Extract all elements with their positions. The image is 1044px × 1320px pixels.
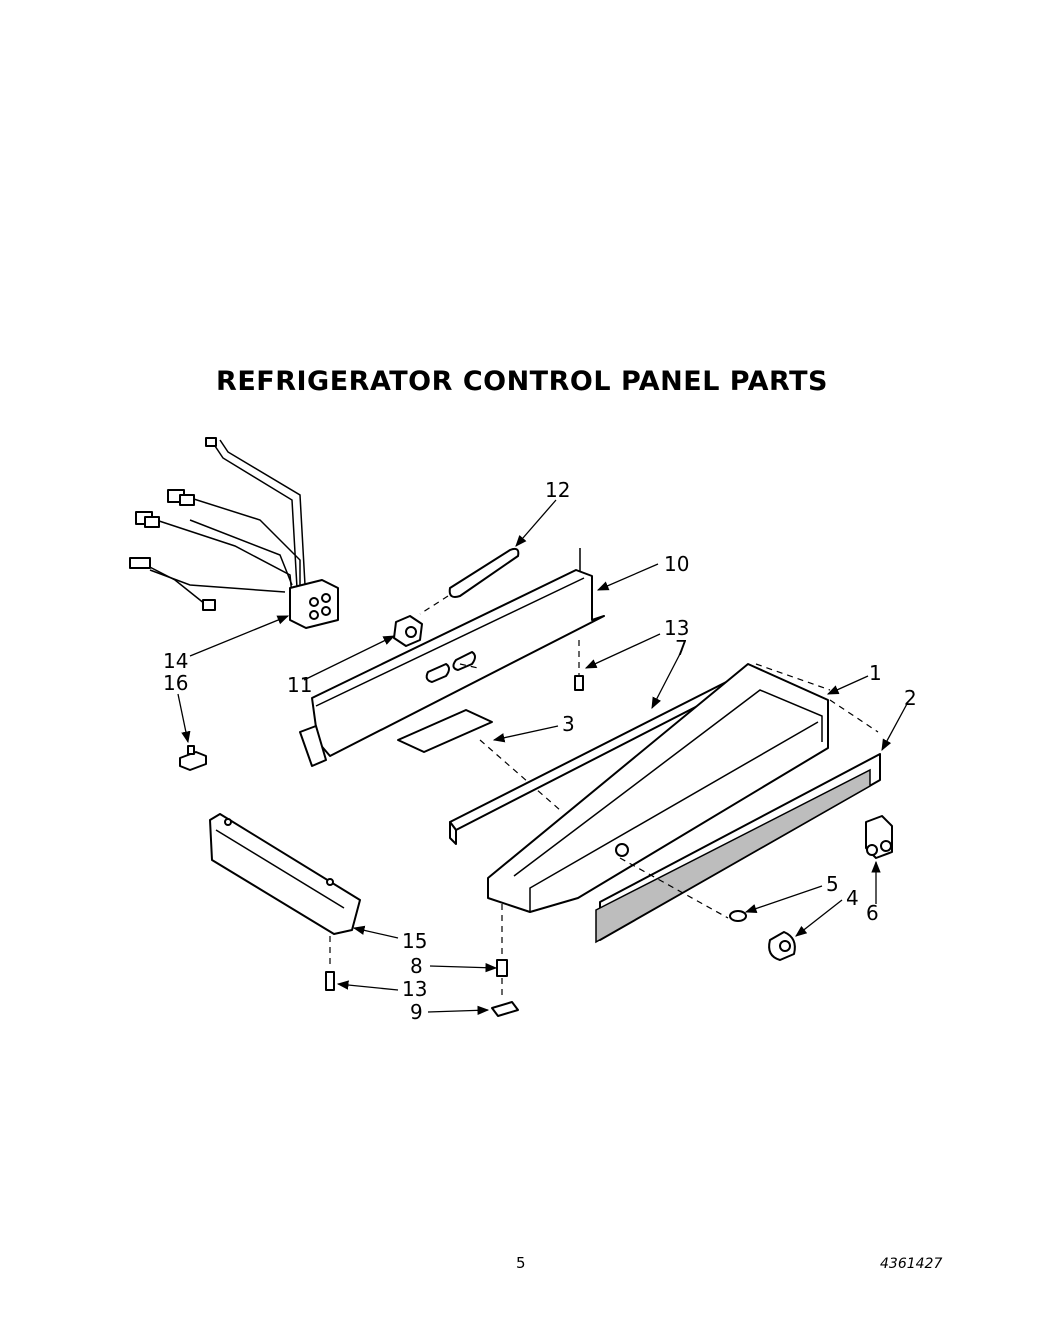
callout-3: 3 [562, 712, 575, 736]
callout-labels: 12 10 13 7 1 2 3 11 14 16 15 13 8 9 5 4 … [163, 478, 917, 1024]
callout-9: 9 [410, 1000, 423, 1024]
callout-16: 16 [163, 671, 188, 695]
callout-13-upper: 13 [664, 616, 689, 640]
bracket-part-10 [299, 548, 605, 767]
callout-15: 15 [402, 929, 427, 953]
screw-part-13-lower [325, 971, 335, 991]
document-code: 4361427 [880, 1256, 943, 1272]
callout-11: 11 [287, 673, 312, 697]
sensor-part-12 [419, 547, 520, 615]
callout-13-lower: 13 [402, 977, 427, 1001]
callout-8: 8 [410, 954, 423, 978]
screw-part-8 [496, 904, 508, 998]
callout-10: 10 [664, 552, 689, 576]
callout-14: 14 [163, 649, 188, 673]
callout-12: 12 [545, 478, 570, 502]
callout-2: 2 [904, 686, 917, 710]
circuit-board-part-3 [397, 709, 561, 811]
wiring-harness-part [129, 437, 339, 629]
switch-part-6 [865, 815, 893, 859]
control-panel-part-1 [487, 663, 879, 913]
leader-lines [177, 499, 909, 1016]
bracket-part-15 [209, 813, 361, 968]
trim-part-2 [595, 753, 881, 944]
clip-part-16 [179, 745, 207, 771]
foot-part-9 [491, 1001, 519, 1017]
connector-part-11 [393, 615, 423, 647]
knob-parts-4-5 [619, 857, 796, 961]
page-title: REFRIGERATOR CONTROL PANEL PARTS [216, 366, 828, 397]
callout-1: 1 [869, 661, 882, 685]
callout-6: 6 [866, 901, 879, 925]
screw-part-13-upper [574, 640, 584, 691]
callout-7: 7 [675, 636, 688, 660]
callout-4: 4 [846, 886, 859, 910]
page-number: 5 [516, 1254, 526, 1272]
callout-5: 5 [826, 872, 839, 896]
